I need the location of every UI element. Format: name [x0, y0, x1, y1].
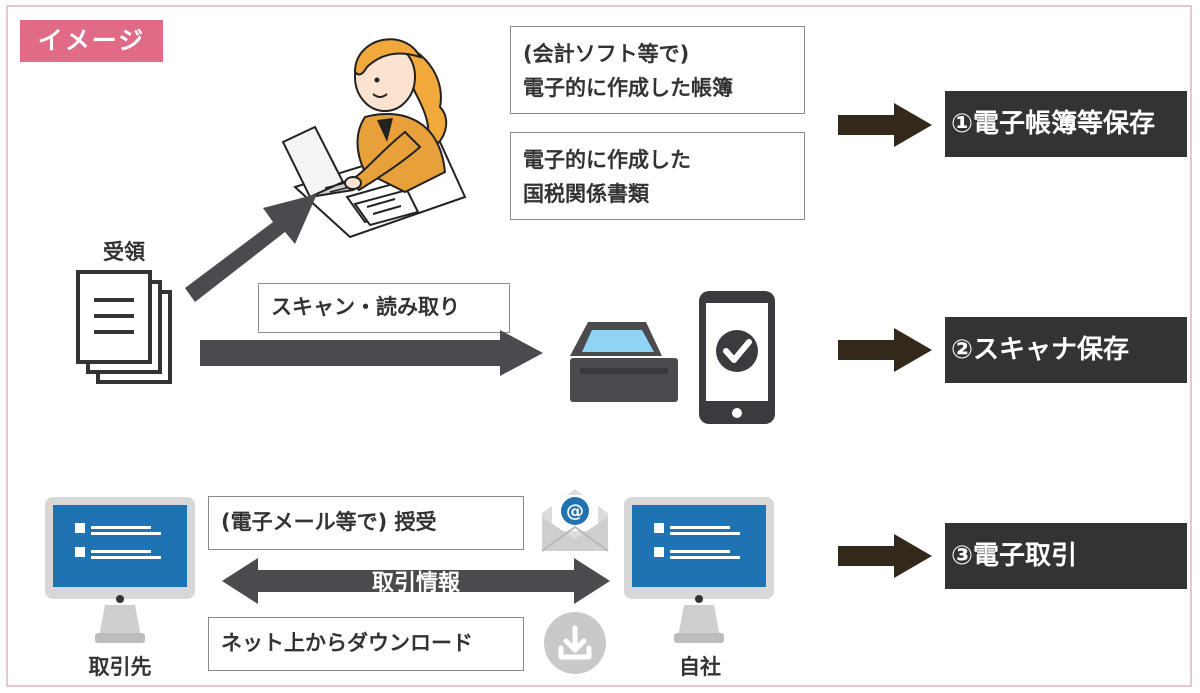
- arrow-right-1: [838, 103, 932, 147]
- arrow-right-2: [838, 328, 932, 372]
- box-tax-documents: 電子的に作成した 国税関係書類: [510, 132, 805, 220]
- monitor-icon-partner: [45, 497, 195, 643]
- double-arrow: [222, 558, 610, 604]
- box-line: (会計ソフト等で): [523, 42, 690, 66]
- box-line: 国税関係書類: [523, 182, 649, 206]
- document-stack-icon: [76, 270, 172, 384]
- result-electronic-books: ①電子帳簿等保存: [945, 91, 1187, 157]
- box-line: 電子的に作成した: [523, 148, 691, 172]
- arrow-right-3: [838, 534, 932, 578]
- download-label: ネット上からダウンロード: [221, 631, 473, 655]
- download-icon: [544, 612, 606, 674]
- scanner-icon: [570, 322, 678, 402]
- result-scanner-storage: ②スキャナ保存: [945, 317, 1187, 383]
- received-label: 受領: [103, 240, 145, 264]
- svg-text:@: @: [566, 501, 584, 522]
- partner-label: 取引先: [88, 655, 152, 679]
- arrow-right-scan: [200, 330, 543, 376]
- result-electronic-transactions: ③電子取引: [945, 523, 1187, 589]
- image-tag: イメージ: [20, 20, 163, 62]
- exchange-label: 取引情報: [371, 571, 460, 596]
- box-accounting-books: (会計ソフト等で) 電子的に作成した帳簿: [510, 26, 805, 114]
- box-line: 電子的に作成した帳簿: [523, 76, 733, 100]
- arrow-diagonal-up: [185, 194, 317, 302]
- company-label: 自社: [679, 655, 721, 679]
- scan-label: スキャン・読み取り: [271, 295, 460, 319]
- box-scan-read: スキャン・読み取り: [258, 283, 510, 333]
- woman-at-laptop-illustration: [281, 38, 467, 239]
- monitor-icon-company: [624, 497, 774, 643]
- box-email-exchange: (電子メール等で) 授受: [208, 496, 524, 550]
- email-icon: @: [541, 489, 609, 552]
- smartphone-check-icon: [699, 291, 775, 424]
- email-label: (電子メール等で) 授受: [221, 510, 437, 534]
- box-net-download: ネット上からダウンロード: [208, 617, 524, 671]
